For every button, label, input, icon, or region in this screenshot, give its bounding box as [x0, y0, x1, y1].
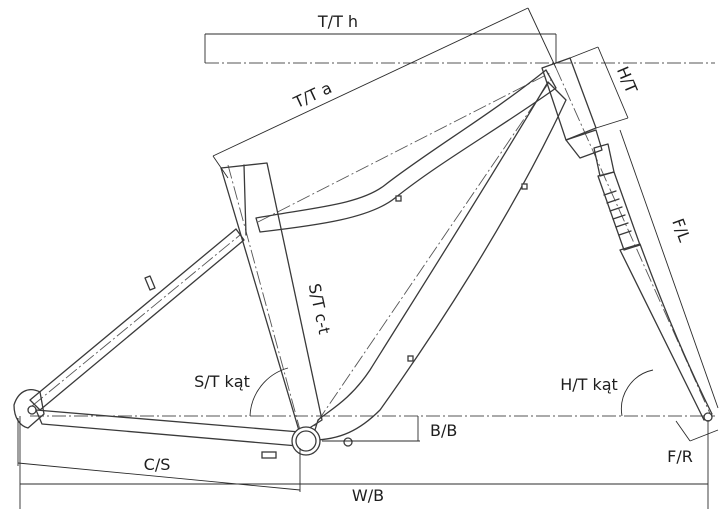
fr-dimension — [689, 429, 719, 442]
label-tt-h: T/T h — [317, 12, 358, 31]
chainstay-bridge — [261, 451, 277, 459]
label-wb: W/B — [352, 486, 384, 505]
dimension-labels: T/T h T/T a H/T F/L S/T c-t S/T kąt H/T … — [144, 12, 695, 505]
seat-tube-inner-line — [243, 164, 247, 236]
fork-lower-leg — [619, 243, 713, 421]
tt-a-dimension — [212, 7, 529, 157]
cable-guide — [521, 183, 528, 190]
fork-stanchion — [597, 171, 641, 251]
bottom-bracket-inner — [295, 430, 317, 452]
headset-lower-cup — [565, 129, 603, 159]
cable-stop — [343, 437, 353, 447]
seatstay-centerline — [31, 234, 241, 407]
rear-axle — [27, 405, 37, 415]
chainstay — [35, 409, 301, 447]
fr-extension — [675, 420, 691, 442]
seat-tube-angle-arc — [249, 367, 289, 417]
cable-guide — [407, 355, 414, 362]
top-tube-centerline — [257, 71, 553, 223]
rear-dropout — [13, 389, 45, 429]
ht-dimension — [597, 46, 629, 119]
ht-extension-top — [569, 46, 599, 59]
brake-boss — [144, 275, 156, 291]
seat-tube-centerline — [227, 164, 301, 431]
label-bb: B/B — [430, 421, 457, 440]
label-tt-a: T/T a — [290, 78, 335, 112]
label-fl: F/L — [668, 216, 694, 245]
fl-dimension — [619, 129, 719, 409]
tt-a-extension-left — [212, 155, 229, 179]
seat-tube — [220, 162, 323, 435]
seatstay — [29, 228, 245, 411]
down-tube — [311, 81, 567, 441]
dimension-lines — [17, 7, 719, 509]
cs-dimension — [17, 462, 301, 491]
head-tube — [541, 57, 597, 141]
fork-crown — [593, 143, 615, 177]
ht-extension-bottom — [595, 117, 629, 129]
label-st-angle: S/T kąt — [194, 372, 250, 391]
label-fr: F/R — [667, 447, 693, 466]
label-cs: C/S — [144, 455, 171, 474]
fork-spring-coils — [603, 190, 632, 236]
head-tube-angle-arc — [620, 369, 654, 417]
top-tube — [255, 69, 557, 233]
label-st-ct: S/T c-t — [305, 282, 334, 336]
front-axle-dropout — [703, 412, 713, 422]
cable-guide — [395, 195, 402, 202]
tt-a-extension-right — [527, 7, 557, 69]
bike-frame — [13, 57, 713, 459]
label-ht-angle: H/T kąt — [560, 375, 618, 394]
down-tube-centerline — [304, 77, 553, 441]
